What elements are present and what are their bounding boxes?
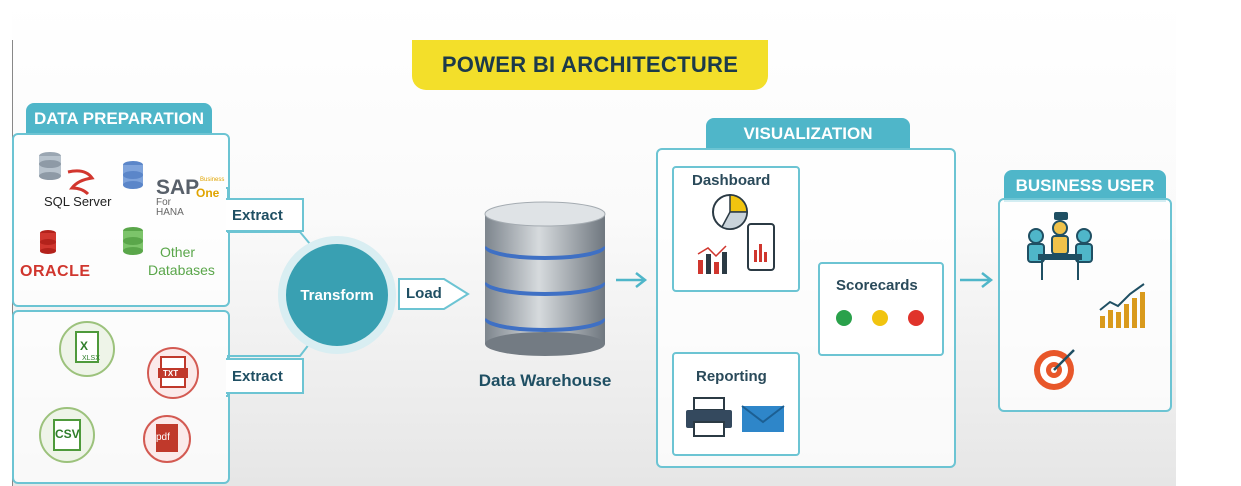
transform-node: Transform [278, 236, 396, 354]
oracle-database-icon [40, 230, 56, 254]
growth-chart-icon [1099, 283, 1145, 328]
scorecards-card [818, 262, 944, 356]
csv-label: CSV [55, 427, 80, 441]
page-title: POWER BI ARCHITECTURE [412, 40, 768, 90]
arrow-to-business-user-icon [960, 272, 994, 288]
dashboard-label: Dashboard [692, 172, 771, 189]
load-arrow [398, 278, 470, 310]
sap-business-label: Business [200, 177, 225, 183]
scorecard-indicators-icon [836, 310, 924, 326]
sap-hana-label: HANA [156, 207, 184, 218]
printer-icon [686, 397, 732, 437]
pdf-label: pdf [156, 432, 170, 443]
scorecards-label: Scorecards [836, 277, 918, 294]
txt-file-icon [147, 347, 199, 399]
sap-for-label: For [156, 197, 171, 208]
sap-logo-text: SAP [156, 176, 200, 199]
pdf-file-icon [143, 415, 191, 463]
mail-icon [741, 405, 785, 432]
arrow-to-visualization-icon [616, 272, 648, 288]
load-label: Load [406, 285, 442, 302]
sap-database-icon [123, 161, 143, 189]
xlsx-file-icon: X [59, 321, 115, 377]
bar-trend-icon [697, 245, 727, 274]
databases-label: Databases [148, 262, 215, 278]
oracle-logo-text: ORACLE [20, 263, 91, 280]
other-label: Other [160, 244, 196, 260]
target-icon [1034, 349, 1075, 390]
other-database-icon [123, 227, 143, 255]
right-margin [1176, 0, 1241, 486]
dashboard-card [672, 166, 800, 292]
extract-bottom-tag: Extract [226, 358, 304, 394]
txt-label: TXT [163, 369, 179, 378]
xlsx-label: XLSX [82, 355, 100, 362]
extract-top-tag: Extract [226, 198, 304, 232]
reporting-label: Reporting [696, 368, 767, 385]
tablet-chart-icon [747, 223, 775, 271]
csv-file-icon [39, 407, 95, 463]
meeting-people-icon [1027, 212, 1093, 280]
business-user-tab: BUSINESS USER [1004, 170, 1166, 202]
visualization-tab: VISUALIZATION [706, 118, 910, 150]
sap-one-label: One [196, 186, 220, 200]
svg-text:X: X [80, 339, 88, 353]
data-warehouse-icon [484, 201, 606, 356]
pie-chart-icon [712, 194, 748, 230]
left-margin [0, 0, 12, 486]
data-preparation-tab: DATA PREPARATION [26, 103, 212, 135]
data-warehouse-label: Data Warehouse [478, 371, 612, 390]
sql-server-label: SQL Server [44, 194, 112, 209]
sql-server-icon [39, 152, 95, 196]
